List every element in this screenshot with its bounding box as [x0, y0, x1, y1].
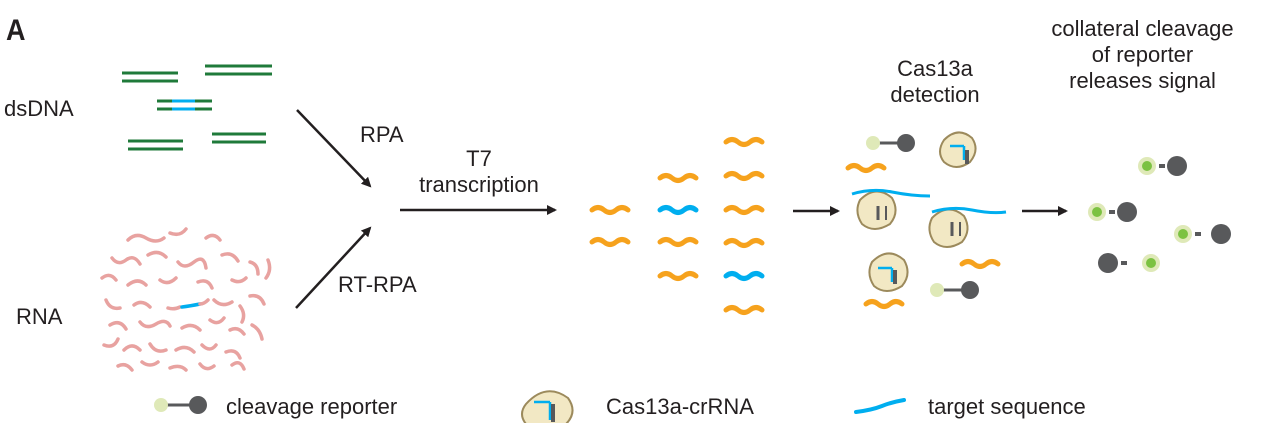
panel-letter: A: [6, 14, 26, 47]
cleaved-reporter: [1098, 253, 1160, 273]
reporter-icon: [866, 134, 915, 152]
dsdna-molecules: [122, 64, 272, 151]
rna-molecules: [100, 227, 272, 372]
t7-transcription-label: T7 transcription: [404, 146, 554, 198]
target-sequence-icon: [931, 206, 1007, 215]
cas13a-crrna-icon: [928, 208, 969, 248]
cleaved-reporter: [1174, 224, 1231, 244]
cas13a-detection-scene: [848, 131, 1007, 306]
legend-target-label: target sequence: [928, 394, 1086, 419]
rt-rpa-label: RT-RPA: [338, 272, 417, 297]
cleaved-reporter: [1088, 202, 1137, 222]
legend-target-sequence-icon: [854, 398, 906, 414]
rpa-label: RPA: [360, 122, 404, 147]
collateral-cleavage-label: collateral cleavage of reporter releases…: [1020, 16, 1265, 94]
cas13a-line-1: Cas13a: [897, 56, 973, 81]
reporter-icon: [930, 281, 979, 299]
cleaved-reporters: [1088, 156, 1231, 273]
t7-line-2: transcription: [419, 172, 539, 197]
legend-reporter-label: cleavage reporter: [226, 394, 398, 419]
amplified-rna: [592, 140, 762, 313]
target-sequence-icon: [851, 188, 931, 198]
cas13a-crrna-icon: [856, 190, 897, 230]
legend-cas13a-crrna-icon: [521, 390, 574, 423]
cas13a-crrna-icon: [939, 131, 977, 168]
collateral-line-3: releases signal: [1069, 68, 1216, 93]
dsdna-label: dsDNA: [4, 96, 74, 121]
process-arrows: [295, 109, 1068, 309]
cas13a-line-2: detection: [890, 82, 980, 107]
collateral-line-1: collateral cleavage: [1051, 16, 1234, 41]
rna-label: RNA: [16, 304, 63, 329]
collateral-line-2: of reporter: [1091, 42, 1194, 67]
t7-line-1: T7: [466, 146, 492, 171]
legend-cas13a-label: Cas13a-crRNA: [606, 394, 754, 419]
cas13a-detection-label: Cas13a detection: [855, 56, 1015, 108]
legend-reporter-icon: [154, 396, 207, 414]
cleaved-reporter: [1138, 156, 1187, 176]
cas13a-crrna-icon: [868, 252, 909, 292]
